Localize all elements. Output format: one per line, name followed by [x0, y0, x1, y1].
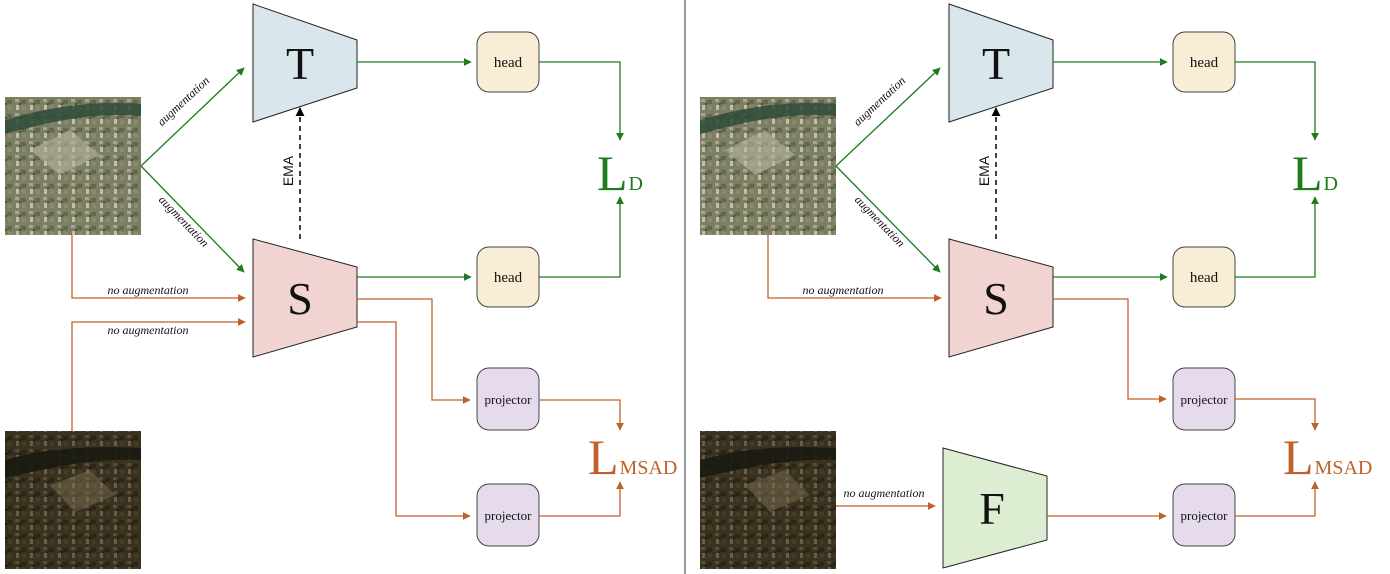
augmentation-arrow-bottom [140, 165, 245, 273]
loss-msad-main: L [1283, 429, 1314, 485]
right-panel: T S F EMA augmentation augmentation no a… [700, 3, 1372, 569]
aerial-image-rgb [700, 97, 836, 235]
augmentation-label-bottom: augmentation [852, 193, 908, 250]
loss-msad-sub: MSAD [620, 457, 678, 479]
loss-d: LD [1292, 145, 1338, 201]
projector-top-to-loss-msad-arrow [1235, 398, 1319, 431]
frozen-label: F [979, 483, 1005, 534]
head-label-top: head [1190, 55, 1219, 71]
projector-box-bottom [476, 483, 540, 547]
head-bottom-to-loss-d-arrow [1235, 196, 1319, 278]
aerial-image-dark [5, 431, 141, 569]
projector-box-top [476, 367, 540, 431]
projector-label-top: projector [485, 392, 533, 407]
student-to-projector-bottom-arrow [357, 321, 471, 520]
projector-label-top: projector [1181, 392, 1229, 407]
head-top-to-loss-d-arrow [1235, 61, 1319, 141]
student-encoder [252, 238, 358, 358]
no-augmentation-arrow-1 [71, 235, 246, 302]
loss-msad-sub: MSAD [1315, 457, 1373, 479]
student-label: S [983, 273, 1009, 324]
student-to-projector-top-arrow [357, 298, 471, 404]
ema-label: EMA [976, 155, 992, 186]
loss-d-sub: D [629, 173, 643, 195]
loss-msad: LMSAD [588, 429, 677, 485]
augmentation-label-top: augmentation [154, 73, 212, 128]
student-to-projector-top-arrow [1053, 298, 1167, 403]
no-augmentation-arrow-2 [71, 318, 246, 431]
teacher-encoder [948, 3, 1054, 123]
loss-msad: LMSAD [1283, 429, 1372, 485]
augmentation-arrow-bottom [835, 165, 941, 273]
teacher-label: T [982, 38, 1010, 89]
projector-box-bottom [1172, 483, 1236, 547]
teacher-label: T [286, 38, 314, 89]
projector-label-bottom: projector [1181, 508, 1229, 523]
projector-top-to-loss-msad-arrow [539, 399, 624, 431]
loss-d: LD [597, 145, 643, 201]
left-panel: T S EMA augmentation augmentation no aug… [5, 3, 677, 569]
head-label-bottom: head [494, 270, 523, 286]
student-label: S [287, 273, 313, 324]
projector-label-bottom: projector [485, 508, 533, 523]
loss-d-sub: D [1324, 173, 1338, 195]
no-augmentation-arrow-1 [767, 235, 942, 302]
student-encoder [948, 238, 1054, 358]
head-top-to-loss-d-arrow [539, 61, 624, 141]
aerial-image-dark [700, 431, 836, 569]
augmentation-arrow-top [835, 67, 941, 167]
no-augmentation-label-2: no augmentation [108, 323, 189, 337]
loss-msad-main: L [588, 429, 619, 485]
no-augmentation-label-2: no augmentation [844, 486, 925, 500]
head-label-bottom: head [1190, 270, 1219, 286]
aerial-image-rgb [5, 97, 141, 235]
augmentation-arrow-top [140, 67, 245, 167]
loss-d-main: L [597, 145, 628, 201]
loss-d-main: L [1292, 145, 1323, 201]
head-label-top: head [494, 55, 523, 71]
teacher-encoder [252, 3, 358, 123]
no-augmentation-label-1: no augmentation [803, 283, 884, 297]
head-bottom-to-loss-d-arrow [539, 196, 624, 278]
augmentation-label-bottom: augmentation [156, 193, 212, 250]
no-augmentation-label-1: no augmentation [108, 283, 189, 297]
frozen-encoder [942, 447, 1048, 569]
augmentation-label-top: augmentation [850, 73, 908, 128]
projector-bottom-to-loss-msad-arrow [1235, 481, 1319, 517]
ema-label: EMA [280, 155, 296, 186]
projector-bottom-to-loss-msad-arrow [539, 481, 624, 517]
